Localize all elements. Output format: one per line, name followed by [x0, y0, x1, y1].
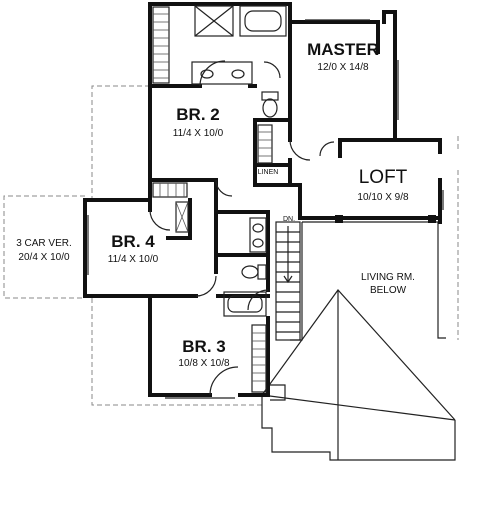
linen-label: LINEN	[258, 169, 279, 176]
hall-bath-fixtures	[223, 217, 267, 317]
doors	[149, 60, 335, 396]
room-br4: BR. 4 11/4 X 10/0	[108, 232, 159, 265]
lower-level-outline	[3, 85, 459, 406]
walls	[83, 2, 442, 397]
br3-dims: 10/8 X 10/8	[178, 358, 230, 369]
room-loft: LOFT 10/10 X 9/8	[357, 167, 409, 203]
room-master: MASTER 12/0 X 14/8	[307, 40, 379, 73]
posts	[335, 215, 436, 223]
loft-name: LOFT	[359, 167, 408, 188]
br2-name: BR. 2	[176, 105, 219, 124]
windows	[87, 19, 444, 399]
closet-hatch	[152, 6, 273, 393]
master-bath-fixtures	[191, 5, 287, 118]
garage-dims: 20/4 X 10/0	[18, 252, 70, 263]
living-line1: LIVING RM.	[361, 272, 415, 283]
br4-dims: 11/4 X 10/0	[108, 254, 159, 265]
master-dims: 12/0 X 14/8	[317, 62, 369, 73]
roof-outline	[261, 221, 456, 461]
garage-name: 3 CAR VER.	[16, 238, 72, 249]
room-br3: BR. 3 10/8 X 10/8	[178, 337, 230, 369]
stairs	[275, 221, 301, 341]
br4-name: BR. 4	[111, 232, 155, 251]
br3-name: BR. 3	[182, 337, 225, 356]
living-line2: BELOW	[370, 285, 407, 296]
living-room-label: LIVING RM. BELOW	[361, 272, 415, 296]
room-br2: BR. 2 11/4 X 10/0	[173, 105, 224, 139]
garage-label: 3 CAR VER. 20/4 X 10/0	[16, 238, 72, 263]
stair-direction-label: DN.	[283, 216, 295, 223]
br2-dims: 11/4 X 10/0	[173, 128, 224, 139]
loft-dims: 10/10 X 9/8	[357, 192, 409, 203]
master-name: MASTER	[307, 40, 379, 59]
